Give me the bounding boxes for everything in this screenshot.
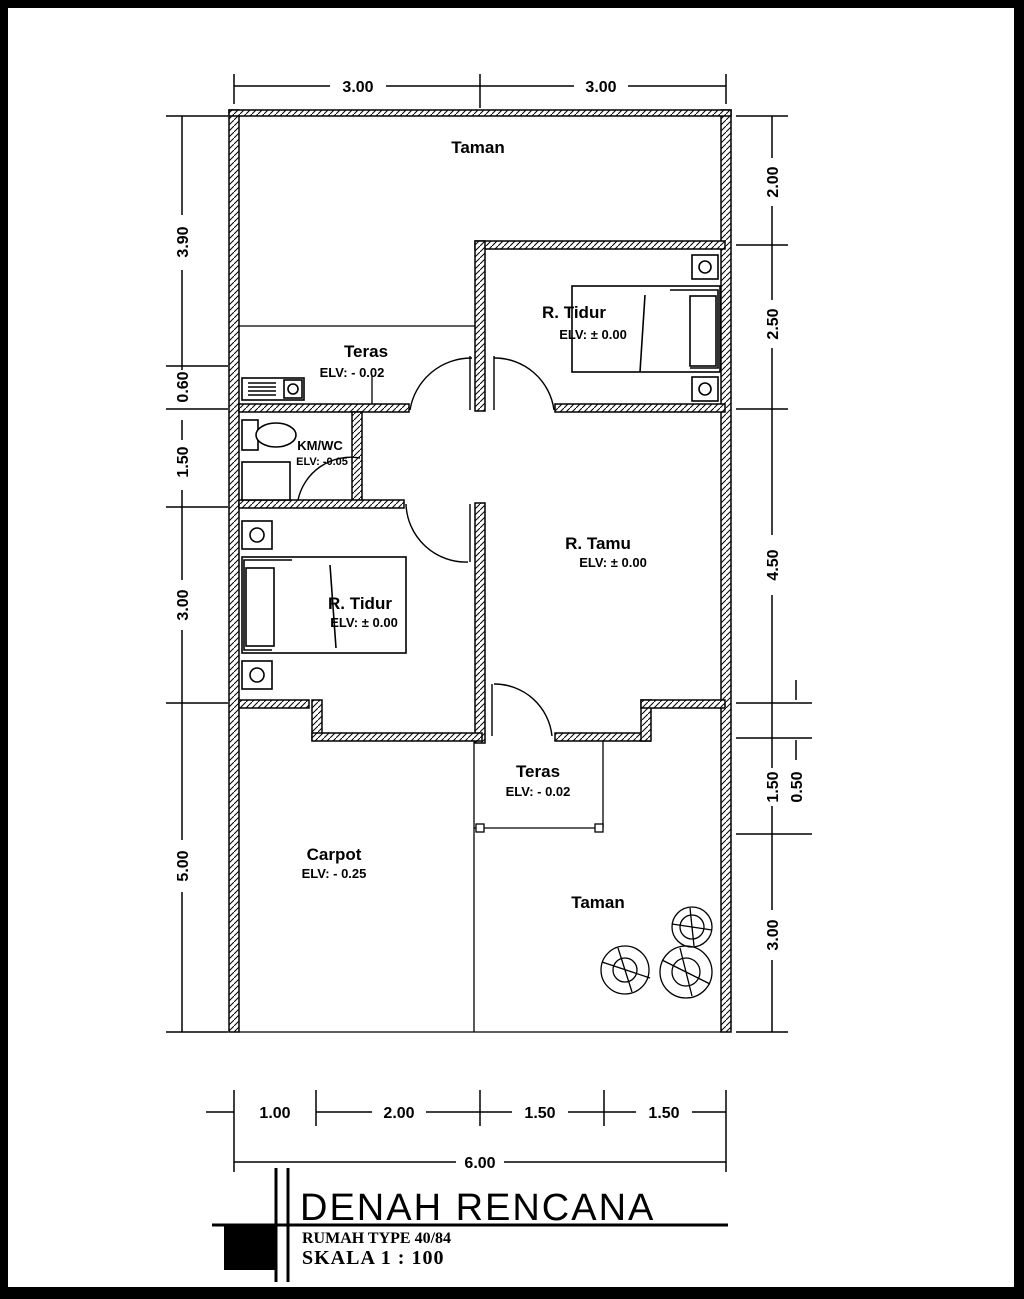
interior-walls: [238, 240, 726, 744]
nightstand: [241, 520, 273, 550]
scale-text: SKALA 1 : 100: [302, 1247, 444, 1269]
label-tamu-elv: ELV: ± 0.00: [579, 555, 647, 570]
dim-right-4: 1.50: [765, 771, 782, 802]
room-labels: Taman Teras ELV: - 0.02 R. Tidur ELV: ± …: [296, 138, 647, 912]
dim-bottom-3: 1.50: [524, 1105, 555, 1122]
label-teras-front: Teras: [516, 762, 560, 781]
doors: [297, 356, 555, 737]
label-taman-bottom: Taman: [571, 893, 625, 912]
title-text: DENAH RENCANA: [300, 1187, 655, 1229]
label-kmwc: KM/WC: [297, 438, 343, 453]
label-tidur-1: R. Tidur: [542, 303, 606, 322]
shower: [241, 461, 291, 501]
dim-right-6: 3.00: [765, 919, 782, 950]
dim-bottom-1: 1.00: [259, 1105, 290, 1122]
nightstand: [691, 254, 719, 280]
subtitle-text: RUMAH TYPE 40/84: [302, 1230, 451, 1247]
plants: [600, 906, 713, 999]
label-carpot-elv: ELV: - 0.25: [302, 866, 367, 881]
dim-bottom-4: 1.50: [648, 1105, 679, 1122]
dim-right-5: 0.50: [789, 771, 806, 802]
dim-left-5: 5.00: [175, 850, 192, 881]
nightstand: [241, 660, 273, 690]
label-teras-top-elv: ELV: - 0.02: [320, 365, 385, 380]
dimension-labels: 3.00 3.00 3.90 0.60 1.50 3.00 5.00 2.00 …: [175, 79, 806, 1172]
bed-2: [241, 556, 407, 654]
label-tidur-1-elv: ELV: ± 0.00: [559, 327, 627, 342]
label-teras-top: Teras: [344, 342, 388, 361]
dim-top-2: 3.00: [585, 79, 616, 96]
furniture: [241, 254, 721, 690]
exterior-walls: [228, 109, 732, 1033]
toilet: [241, 419, 297, 451]
kitchen-counter: [241, 377, 305, 401]
dim-left-4: 3.00: [175, 589, 192, 620]
dimension-lines: [166, 74, 812, 1172]
dim-top-1: 3.00: [342, 79, 373, 96]
label-kmwc-elv: ELV: -0.05: [296, 456, 348, 468]
dim-right-3: 4.50: [765, 549, 782, 580]
title-block: DENAH RENCANA RUMAH TYPE 40/84 SKALA 1 :…: [212, 1168, 728, 1282]
label-tamu: R. Tamu: [565, 534, 631, 553]
dim-left-1: 3.90: [175, 226, 192, 257]
label-carpot: Carpot: [307, 845, 362, 864]
thin-lines: [239, 325, 721, 1033]
label-taman-top: Taman: [451, 138, 505, 157]
dim-left-3: 1.50: [175, 446, 192, 477]
dim-left-2: 0.60: [175, 371, 192, 402]
bed-1: [571, 285, 721, 373]
label-tidur-2-elv: ELV: ± 0.00: [330, 615, 398, 630]
label-tidur-2: R. Tidur: [328, 594, 392, 613]
dim-bottom-2: 2.00: [383, 1105, 414, 1122]
dim-total-width: 6.00: [464, 1155, 495, 1172]
dim-right-1: 2.00: [765, 166, 782, 197]
dim-right-2: 2.50: [765, 308, 782, 339]
nightstand: [691, 376, 719, 402]
label-teras-front-elv: ELV: - 0.02: [506, 784, 571, 799]
